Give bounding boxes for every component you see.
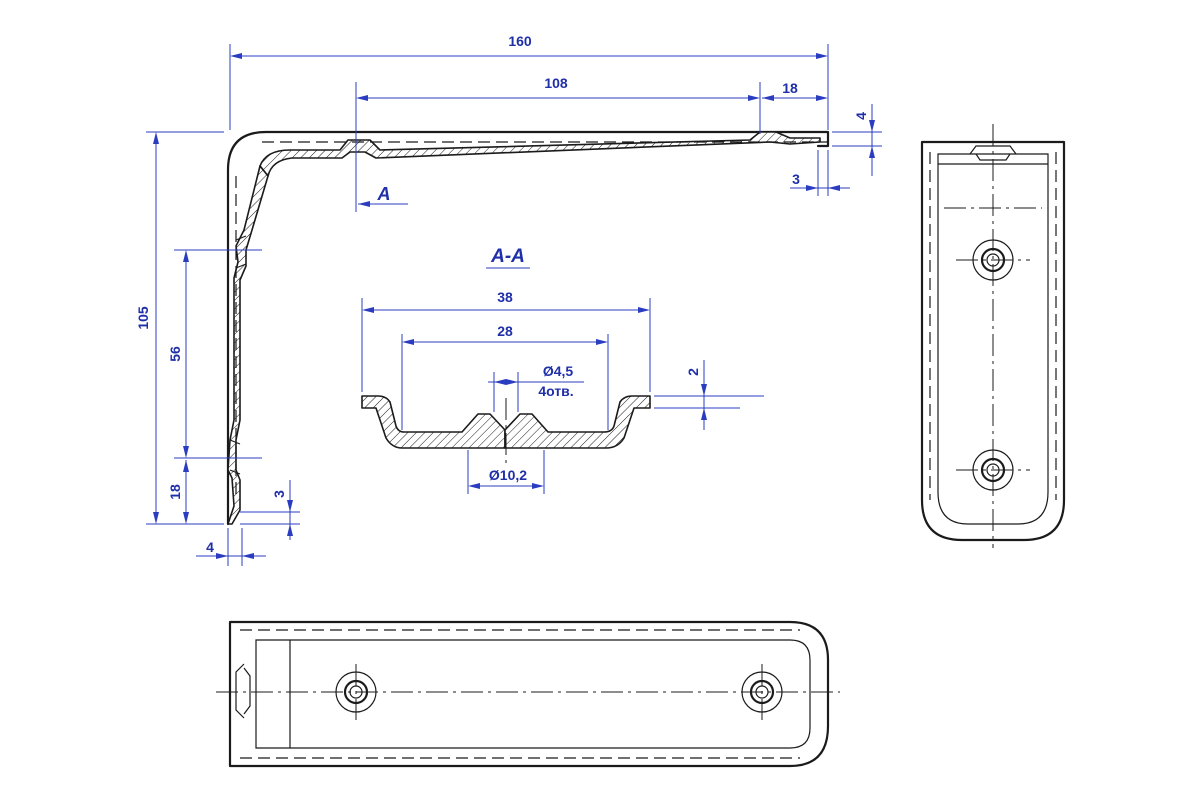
side-view — [920, 124, 1066, 548]
section-title: A-A — [490, 246, 525, 267]
section-cut-label: A — [377, 184, 391, 204]
dim-top-thickness: 4 — [853, 112, 869, 120]
bracket-horizontal-wall — [259, 131, 821, 177]
section-profile-left — [361, 395, 506, 449]
side-inner-contour — [937, 153, 1049, 525]
dim-wall-thickness: 4 — [206, 539, 214, 555]
dim-overall-length: 160 — [508, 33, 532, 49]
top-tab — [235, 663, 251, 719]
bracket-recess-upper — [235, 235, 247, 269]
dim-section-inner-width: 28 — [497, 323, 513, 339]
bracket-outer-contour — [226, 130, 830, 526]
dim-bottom-offset: 3 — [271, 490, 287, 498]
bracket-recess-lower — [229, 439, 241, 475]
front-view: 160 108 18 4 3 A — [135, 33, 882, 566]
dim-flat-length: 108 — [544, 75, 568, 91]
top-inner-contour — [255, 639, 811, 749]
dim-end-length: 18 — [782, 80, 798, 96]
dim-hole-diameter: Ø4,5 — [543, 363, 574, 379]
dim-tip-offset: 3 — [792, 171, 800, 187]
bracket-vertical-wall — [227, 165, 269, 525]
dim-counterbore-diameter: Ø10,2 — [489, 467, 527, 483]
dim-vertical-flat: 56 — [167, 346, 183, 362]
dim-overall-height: 105 — [135, 306, 151, 330]
section-profile-right — [504, 395, 651, 449]
top-view — [216, 620, 840, 768]
side-outer-contour — [920, 140, 1066, 542]
dim-section-width: 38 — [497, 289, 513, 305]
dim-bottom-end: 18 — [167, 484, 183, 500]
top-outer-contour — [228, 620, 830, 768]
section-view-a-a: A-A 38 28 Ø4,5 4отв. 2 — [361, 246, 764, 494]
dim-hole-count: 4отв. — [538, 383, 573, 399]
dim-flange-thickness: 2 — [685, 368, 701, 376]
